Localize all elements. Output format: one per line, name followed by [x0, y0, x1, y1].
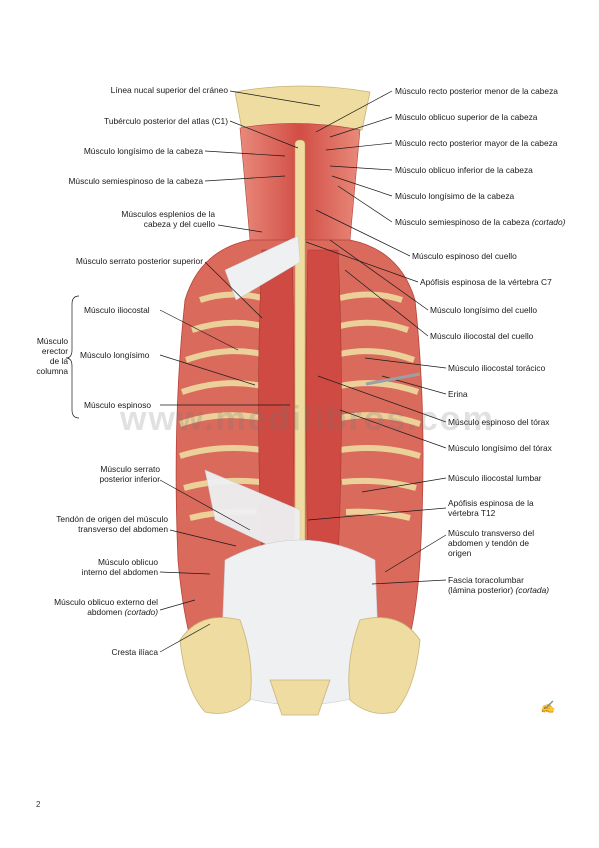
label-longisimo-cabeza-left: Músculo longísimo de la cabeza — [83, 146, 203, 156]
label-espinoso: Músculo espinoso — [84, 400, 152, 410]
label-oblicuo-inf: Músculo oblicuo inferior de la cabeza — [395, 165, 533, 175]
label-tendon-1: Tendón de origen del músculo — [56, 514, 168, 524]
ribs-left — [179, 291, 263, 521]
label-fascia-note: (cortada) — [515, 585, 550, 595]
needle — [365, 372, 421, 386]
label-cresta: Cresta ilíaca — [111, 647, 158, 657]
ribs-right — [339, 291, 421, 521]
label-iliocostal-lumbar: Músculo iliocostal lumbar — [448, 473, 542, 483]
label-recto-menor: Músculo recto posterior menor de la cabe… — [395, 86, 558, 96]
label-linea-nucal: Línea nucal superior del cráneo — [110, 85, 228, 95]
label-longisimo: Músculo longísimo — [80, 350, 150, 360]
label-longisimo-cuello: Músculo longísimo del cuello — [430, 305, 538, 315]
artist-signature: ✍ — [540, 700, 555, 714]
leader-lines — [65, 90, 447, 653]
label-erector-2: erector — [41, 346, 68, 356]
label-erector-4: columna — [36, 366, 68, 376]
label-fascia-2: (lámina posterior) (cortada) — [448, 585, 550, 595]
pelvis-left — [179, 617, 252, 714]
label-semiespinoso-right: Músculo semiespinoso de la cabeza (corta… — [395, 217, 566, 227]
label-erina: Erina — [448, 389, 468, 399]
serratus-superior — [224, 235, 301, 301]
label-iliocostal-cuello: Músculo iliocostal del cuello — [430, 331, 534, 341]
label-oblicuo-int-1: Músculo oblicuo — [97, 557, 158, 567]
label-apofisis-t12-2: vértebra T12 — [448, 508, 496, 518]
label-transverso-3: origen — [448, 548, 472, 558]
label-apofisis-c7: Apófisis espinosa de la vértebra C7 — [420, 277, 552, 287]
watermark: www.medilibros.com — [120, 400, 495, 438]
label-esplenios-2: cabeza y del cuello — [143, 219, 215, 229]
sacrum — [269, 679, 331, 716]
label-erector-3: de la — [49, 356, 68, 366]
label-espinoso-torax: Músculo espinoso del tórax — [448, 417, 550, 427]
pelvis-right — [348, 617, 421, 714]
label-iliocostal: Músculo iliocostal — [84, 305, 150, 315]
page-number: 2 — [36, 800, 41, 809]
label-oblicuo-sup: Músculo oblicuo superior de la cabeza — [395, 112, 538, 122]
label-serrato-inf-1: Músculo serrato — [100, 464, 160, 474]
label-recto-mayor: Músculo recto posterior mayor de la cabe… — [395, 138, 558, 148]
label-transverso-1: Músculo transverso del — [448, 528, 535, 538]
label-apofisis-t12-1: Apófisis espinosa de la — [448, 498, 534, 508]
label-semiespinoso-note: (cortado) — [531, 217, 566, 227]
label-erector-1: Músculo — [36, 336, 68, 346]
label-espinoso-cuello: Músculo espinoso del cuello — [412, 251, 517, 261]
label-serrato-inf-2: posterior inferior — [99, 474, 160, 484]
label-oblicuo-ext-note: (cortado) — [124, 607, 158, 617]
label-semiespinoso-cabeza-left: Músculo semiespinoso de la cabeza — [68, 176, 203, 186]
label-esplenios-1: Músculos esplenios de la — [121, 209, 215, 219]
label-serrato-superior: Músculo serrato posterior superior — [75, 256, 203, 266]
label-oblicuo-ext-2: abdomen (cortado) — [87, 607, 158, 617]
label-iliocostal-toracico: Músculo iliocostal torácico — [448, 363, 546, 373]
label-tuberculo-atlas: Tubérculo posterior del atlas (C1) — [104, 116, 228, 126]
label-longisimo-torax: Músculo longísimo del tórax — [448, 443, 552, 453]
label-fascia-1: Fascia toracolumbar — [448, 575, 524, 585]
label-oblicuo-int-2: interno del abdomen — [81, 567, 158, 577]
label-oblicuo-ext-1: Músculo oblicuo externo del — [54, 597, 158, 607]
label-longisimo-cabeza-right: Músculo longísimo de la cabeza — [395, 191, 515, 201]
label-transverso-2: abdomen y tendón de — [448, 538, 530, 548]
label-tendon-2: transverso del abdomen — [78, 524, 168, 534]
